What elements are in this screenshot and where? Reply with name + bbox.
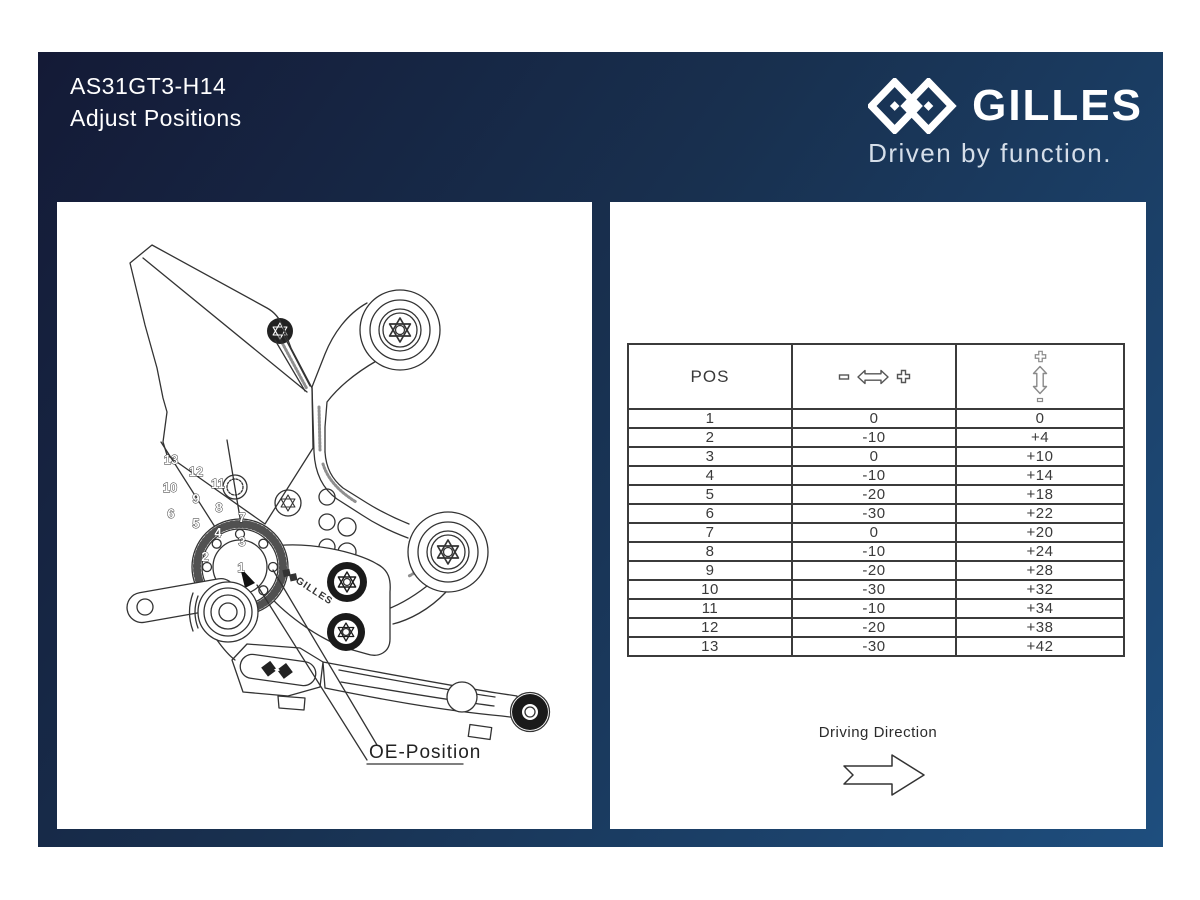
table-row: 8-10+24 (627, 541, 1125, 562)
minus-icon (1036, 397, 1044, 403)
page-subtitle: Adjust Positions (70, 105, 242, 131)
table-row: 12-20+38 (627, 617, 1125, 638)
top-mount-bolt (359, 289, 441, 371)
fan-torx-holes (222, 474, 302, 517)
table-row: 10-30+32 (627, 579, 1125, 600)
plus-icon (896, 369, 910, 384)
brand-wordmark: GILLES (972, 81, 1143, 130)
bottom-mount-bolt (378, 511, 489, 625)
shift-lever (322, 661, 551, 741)
svg-text:9: 9 (192, 491, 199, 506)
svg-text:1: 1 (237, 560, 244, 575)
table-row: 9-20+28 (627, 560, 1125, 581)
adjuster-bolt-lower (327, 613, 365, 651)
page-title: AS31GT3-H14 Adjust Positions (70, 70, 242, 134)
main-bracket (311, 302, 424, 578)
adjust-positions-table: POS (627, 343, 1125, 657)
table-row: 4-10+14 (627, 465, 1125, 486)
up-down-arrow-icon (1032, 365, 1048, 395)
svg-text:7: 7 (238, 510, 245, 525)
pos-header: POS (627, 343, 793, 410)
dial-pointer (240, 567, 255, 588)
horizontal-adjust-header (791, 343, 957, 410)
drawing-panel: 13 12 11 10 9 8 7 6 5 4 3 2 1 GILLES (57, 202, 592, 829)
table-panel: POS (610, 202, 1146, 829)
svg-text:5: 5 (192, 516, 199, 531)
svg-text:11: 11 (211, 476, 225, 491)
svg-text:6: 6 (167, 506, 174, 521)
svg-text:8: 8 (215, 500, 222, 515)
driving-direction: Driving Direction (778, 724, 978, 806)
plus-icon (1034, 350, 1046, 363)
left-right-arrow-icon (856, 369, 889, 384)
oe-callout (256, 569, 464, 765)
svg-text:3: 3 (238, 534, 245, 549)
svg-text:10: 10 (163, 480, 177, 495)
vertical-adjust-header (955, 343, 1125, 410)
engraved-logo-icon (282, 568, 298, 582)
driving-direction-arrow-icon (843, 754, 925, 796)
table-row: 11-10+34 (627, 598, 1125, 619)
product-code: AS31GT3-H14 (70, 73, 227, 99)
svg-text:13: 13 (164, 452, 178, 467)
table-row: 13-30+42 (627, 636, 1125, 657)
upper-link-arm (274, 333, 311, 392)
svg-text:2: 2 (201, 549, 208, 564)
driving-direction-label: Driving Direction (818, 724, 938, 741)
table-row: 2-10+4 (627, 427, 1125, 448)
minus-icon (838, 373, 849, 380)
oe-position-label: OE-Position (369, 742, 481, 763)
adjuster-bolt-upper (327, 562, 367, 602)
gilles-chainlink-icon (868, 78, 957, 134)
table-row: 6-30+22 (627, 503, 1125, 524)
toe-plate (231, 643, 324, 711)
svg-text:4: 4 (214, 525, 222, 540)
pivot-boss (197, 581, 259, 661)
brand-tagline: Driven by function. (868, 138, 1112, 168)
table-row: 5-20+18 (627, 484, 1125, 505)
svg-text:12: 12 (189, 464, 203, 479)
navy-frame: AS31GT3-H14 Adjust Positions GILLES Driv… (38, 52, 1163, 847)
rearset-diagram: 13 12 11 10 9 8 7 6 5 4 3 2 1 GILLES (126, 244, 551, 765)
table-header-row: POS (627, 343, 1125, 410)
brand-logo: GILLES Driven by function. (868, 78, 1143, 169)
position-number-fan: 13 12 11 10 9 8 7 6 5 4 3 2 1 (162, 452, 246, 576)
